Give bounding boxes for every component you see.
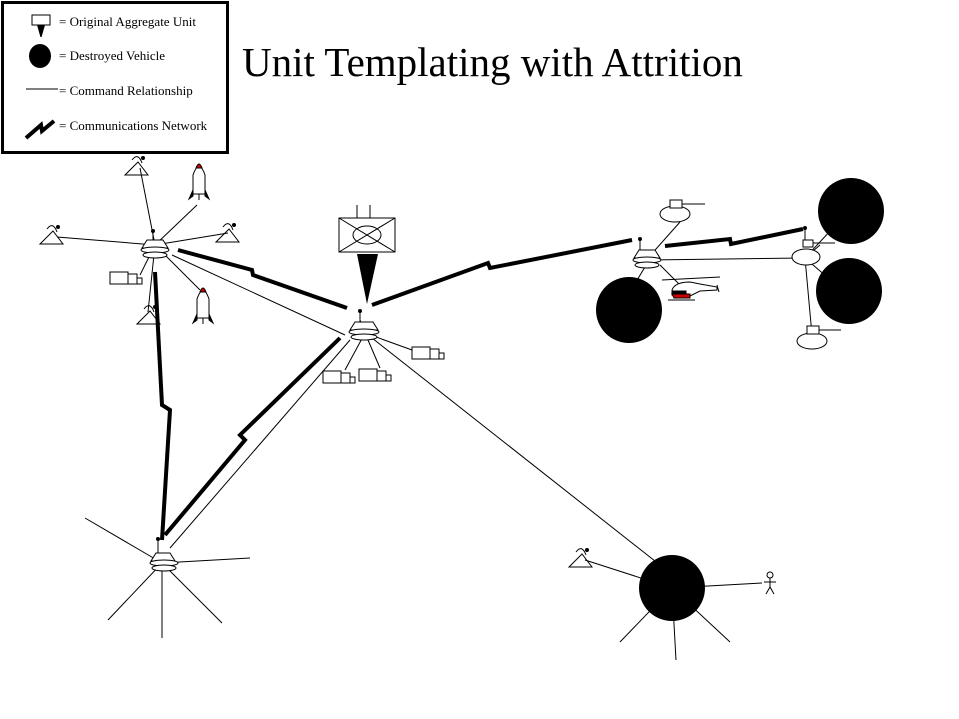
tank-icons bbox=[659, 199, 841, 350]
legend-label: = Original Aggregate Unit bbox=[59, 14, 196, 29]
truck-icons bbox=[109, 271, 445, 384]
radar-icon-3 bbox=[214, 223, 241, 243]
radar-icon-2 bbox=[38, 225, 65, 245]
legend-item-aggregate-unit: = Original Aggregate Unit bbox=[4, 7, 229, 37]
hub-right bbox=[632, 237, 662, 269]
radar-icon-1 bbox=[123, 156, 150, 176]
destroyed-vehicle-1 bbox=[818, 178, 884, 244]
aggregate-unit-icon bbox=[31, 14, 51, 37]
truck-icon-3 bbox=[322, 370, 356, 384]
legend-label: = Destroyed Vehicle bbox=[59, 48, 166, 63]
diagram-title: Unit Templating with Attrition bbox=[242, 39, 743, 85]
truck-icon-1 bbox=[109, 271, 143, 285]
hub-bottom-left bbox=[149, 537, 179, 572]
destroyed-vehicles bbox=[596, 178, 884, 621]
aggregate-unit-symbol bbox=[338, 205, 396, 304]
legend-box: = Original Aggregate Unit = Destroyed Ve… bbox=[1, 1, 229, 154]
hub-center bbox=[348, 309, 380, 341]
legend-label: = Command Relationship bbox=[59, 83, 193, 98]
missile-icon-1 bbox=[187, 163, 211, 201]
destroyed-vehicle-4 bbox=[639, 555, 705, 621]
radar-icon-5 bbox=[567, 548, 594, 568]
hub-top-left bbox=[140, 229, 170, 259]
destroyed-vehicle-2 bbox=[816, 258, 882, 324]
command-line-icon bbox=[26, 88, 58, 90]
destroyed-vehicle-icon bbox=[29, 44, 51, 68]
truck-icon-2 bbox=[411, 346, 445, 360]
missile-icons bbox=[187, 163, 215, 325]
helicopter-icon bbox=[661, 276, 721, 301]
legend-item-communications-network: = Communications Network bbox=[4, 111, 229, 141]
legend-label: = Communications Network bbox=[59, 118, 208, 133]
command-lines bbox=[56, 167, 846, 661]
radar-icons bbox=[38, 156, 594, 568]
tank-icon-1 bbox=[659, 199, 705, 223]
legend-item-destroyed-vehicle: = Destroyed Vehicle bbox=[4, 41, 229, 71]
radar-icon-4 bbox=[135, 305, 162, 325]
comms-network bbox=[153, 227, 804, 541]
legend-item-command-relationship: = Command Relationship bbox=[4, 76, 229, 106]
tank-icon-2 bbox=[796, 325, 841, 350]
infantry-icon bbox=[764, 571, 776, 595]
comms-zigzag-icon bbox=[24, 119, 56, 140]
missile-icon-2 bbox=[191, 287, 215, 325]
hub-far-right bbox=[791, 226, 835, 266]
destroyed-vehicle-3 bbox=[596, 277, 662, 343]
truck-icon-4 bbox=[358, 368, 392, 382]
